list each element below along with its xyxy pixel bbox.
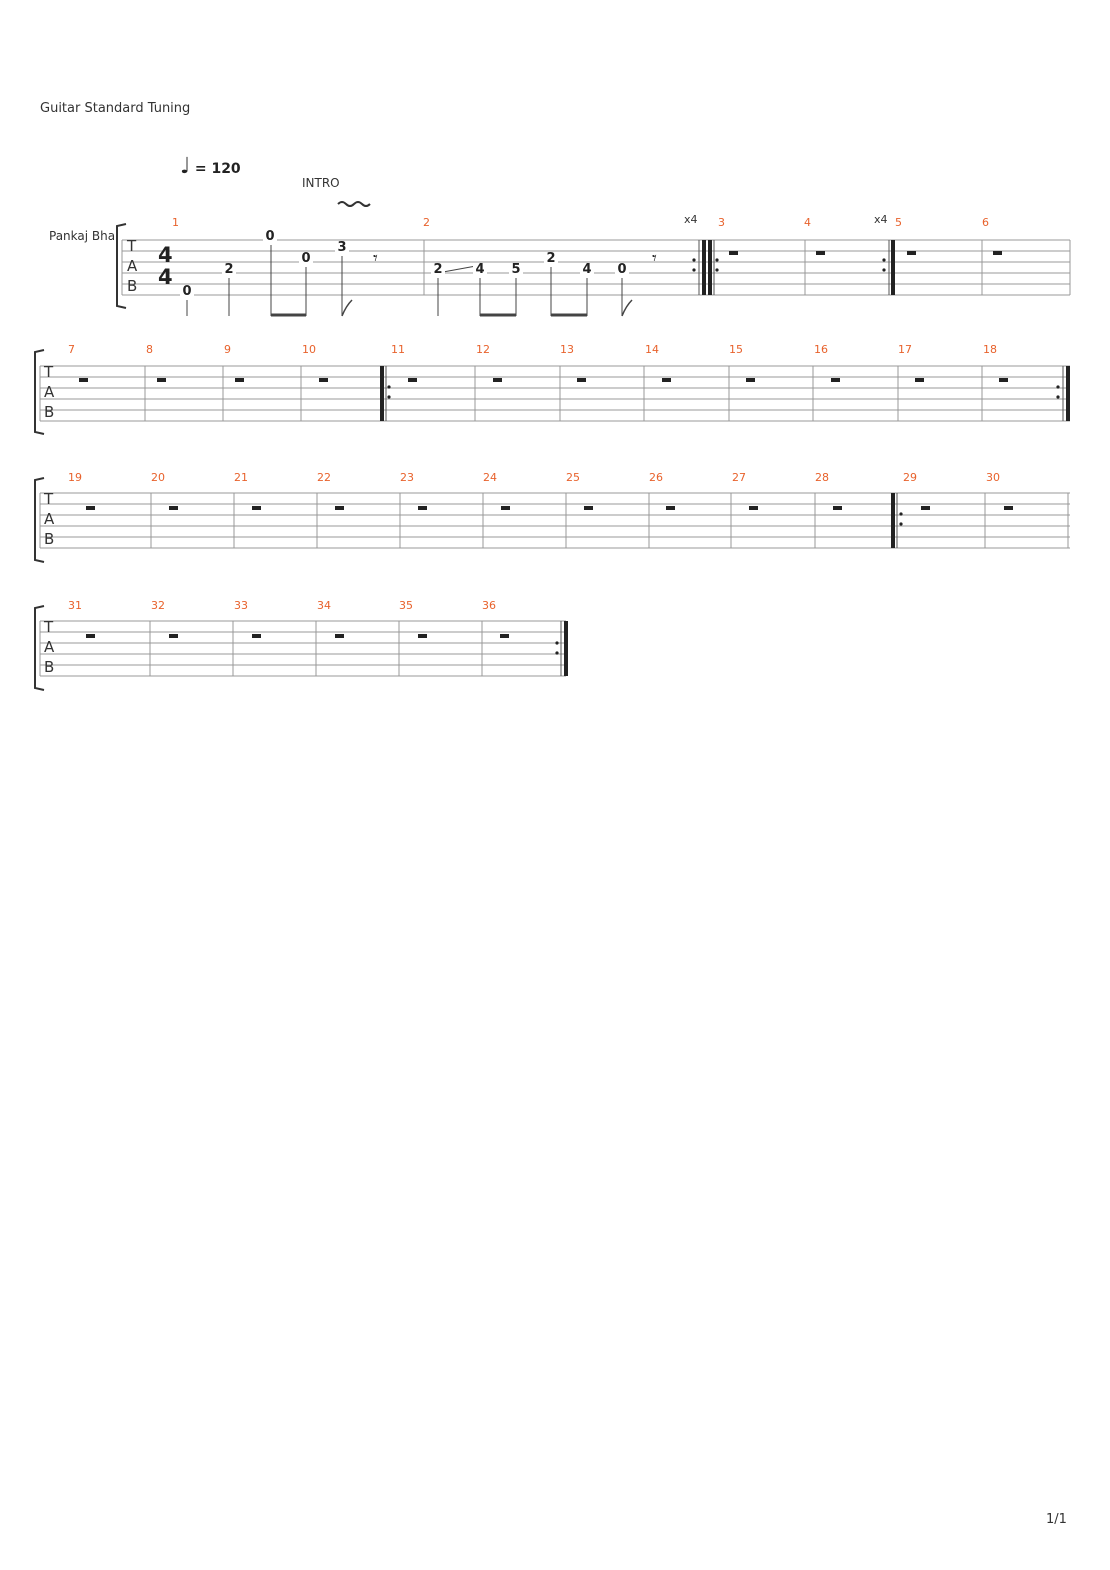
system-4 xyxy=(39,620,566,677)
measure-number: 1 xyxy=(172,216,179,229)
tab-letter-a: A xyxy=(44,510,55,528)
tab-letter-t: T xyxy=(43,490,54,508)
tab-letter-b: B xyxy=(44,530,54,548)
repeat-end-barline xyxy=(1056,366,1070,421)
eighth-rest-icon: 𝄾 xyxy=(373,248,378,269)
section-marker: INTRO xyxy=(302,176,340,190)
fret-number: 4 xyxy=(582,262,591,277)
note-stems xyxy=(437,267,623,316)
fret-number: 2 xyxy=(224,262,233,277)
system-2 xyxy=(39,365,1070,422)
measure-number: 34 xyxy=(317,599,331,612)
tab-letter-t: T xyxy=(43,618,54,636)
measure-number: 31 xyxy=(68,599,82,612)
flag xyxy=(341,299,353,317)
page-number: 1/1 xyxy=(1046,1512,1067,1527)
quarter-note-icon: ♩ xyxy=(180,154,191,179)
system-bracket xyxy=(34,605,45,691)
measure-number: 19 xyxy=(68,471,82,484)
measure-number: 12 xyxy=(476,343,490,356)
fret-number: 2 xyxy=(546,251,555,266)
fret-number: 2 xyxy=(433,262,442,277)
fret-number: 0 xyxy=(265,229,274,244)
measure-number: 20 xyxy=(151,471,165,484)
measure-number: 11 xyxy=(391,343,405,356)
time-signature-bottom: 4 xyxy=(158,265,173,289)
tempo-value: = 120 xyxy=(194,161,241,177)
measure-number: 3 xyxy=(718,216,725,229)
tuning-label: Guitar Standard Tuning xyxy=(40,101,191,116)
whole-rests xyxy=(86,506,1013,510)
tab-letter-a: A xyxy=(44,383,55,401)
eighth-rest-icon: 𝄾 xyxy=(652,248,657,269)
slide-line xyxy=(442,265,477,273)
measure-number: 4 xyxy=(804,216,811,229)
measure-number: 21 xyxy=(234,471,248,484)
measure-number: 8 xyxy=(146,343,153,356)
repeat-start-barline xyxy=(380,366,391,421)
repeat-end-barline xyxy=(692,240,706,295)
tab-letter-t: T xyxy=(43,363,54,381)
system-bracket xyxy=(116,223,127,309)
measure-number: 27 xyxy=(732,471,746,484)
tab-letter-b: B xyxy=(44,403,54,421)
measure-number: 17 xyxy=(898,343,912,356)
measure-number: 9 xyxy=(224,343,231,356)
repeat-end-barline xyxy=(555,621,568,676)
tab-letter-b: B xyxy=(127,277,137,295)
system-3 xyxy=(39,492,1070,549)
flag xyxy=(621,299,633,317)
measure-number: 24 xyxy=(483,471,497,484)
fret-number: 4 xyxy=(475,262,484,277)
measure-number: 35 xyxy=(399,599,413,612)
time-signature-top: 4 xyxy=(158,243,173,267)
measure-number: 25 xyxy=(566,471,580,484)
measure-number: 32 xyxy=(151,599,165,612)
measure-number: 2 xyxy=(423,216,430,229)
measure-number: 13 xyxy=(560,343,574,356)
measure-number: 6 xyxy=(982,216,989,229)
measure-number: 14 xyxy=(645,343,659,356)
tempo-marking: ♩ = 120 xyxy=(180,154,241,179)
tab-letter-t: T xyxy=(126,237,137,255)
fret-number: 3 xyxy=(337,240,346,255)
measure-number: 15 xyxy=(729,343,743,356)
measure-number: 36 xyxy=(482,599,496,612)
whole-rests xyxy=(729,251,1002,255)
measure-number: 26 xyxy=(649,471,663,484)
measure-number: 5 xyxy=(895,216,902,229)
track-name: Pankaj Bha xyxy=(49,229,116,243)
tab-letter-a: A xyxy=(44,638,55,656)
whole-rests xyxy=(86,634,509,638)
measure-number: 29 xyxy=(903,471,917,484)
fret-number: 0 xyxy=(182,284,191,299)
measure-number: 33 xyxy=(234,599,248,612)
repeat-count: x4 xyxy=(684,213,698,226)
repeat-count: x4 xyxy=(874,213,888,226)
measure-number: 30 xyxy=(986,471,1000,484)
measure-number: 18 xyxy=(983,343,997,356)
fret-number: 5 xyxy=(511,262,520,277)
measure-number: 7 xyxy=(68,343,75,356)
system-bracket xyxy=(34,477,45,563)
repeat-start-barline xyxy=(708,240,719,295)
measure-number: 22 xyxy=(317,471,331,484)
measure-number: 23 xyxy=(400,471,414,484)
measure-number: 16 xyxy=(814,343,828,356)
fret-number: 0 xyxy=(301,251,310,266)
repeat-start-barline xyxy=(891,493,903,548)
system-1 xyxy=(121,239,1071,296)
tab-letter-b: B xyxy=(44,658,54,676)
repeat-end-barline xyxy=(882,240,895,295)
fret-number: 0 xyxy=(617,262,626,277)
vibrato-icon xyxy=(337,201,371,207)
system-bracket xyxy=(34,349,45,435)
measure-number: 10 xyxy=(302,343,316,356)
measure-number: 28 xyxy=(815,471,829,484)
note-stems xyxy=(186,245,343,316)
whole-rests xyxy=(79,378,1008,382)
tab-letter-a: A xyxy=(127,257,138,275)
